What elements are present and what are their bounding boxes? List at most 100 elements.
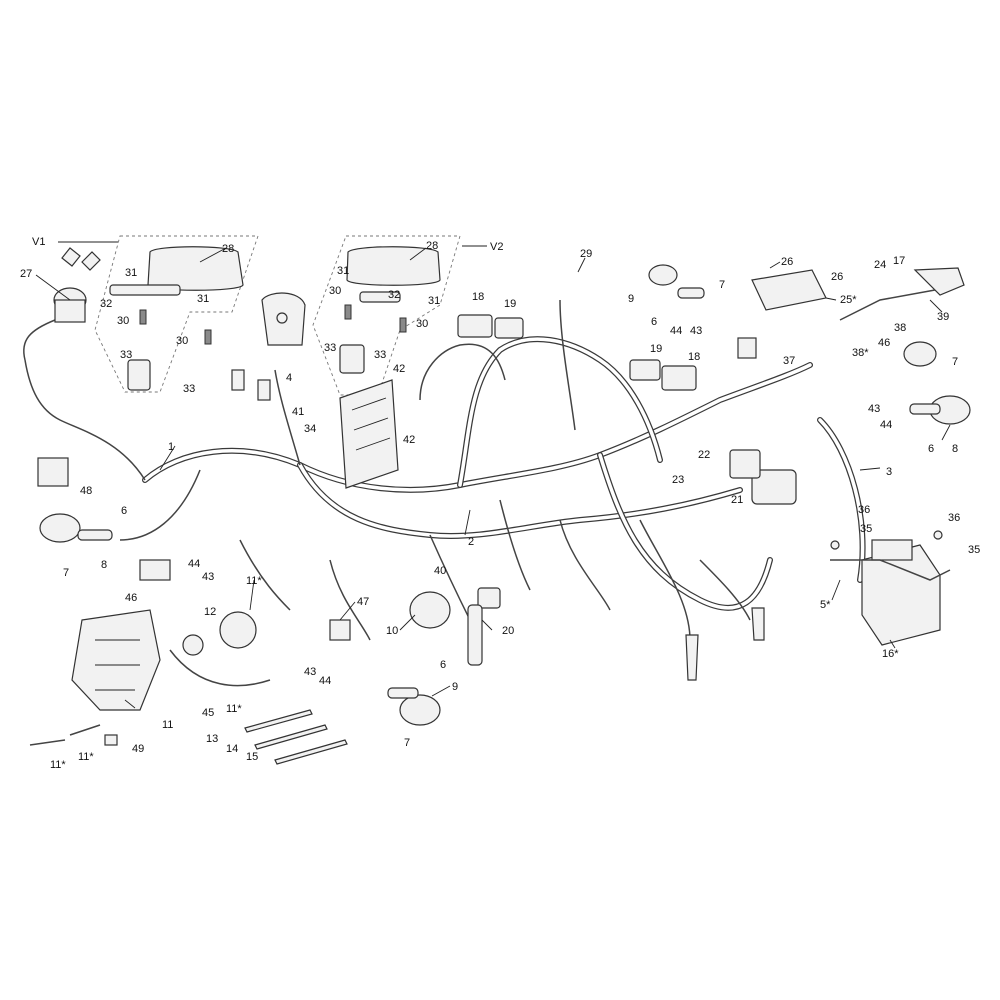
callout-36: 36 <box>858 504 870 516</box>
callout-31: 31 <box>125 267 137 279</box>
callout-38: 38 <box>894 322 906 334</box>
callout-7: 7 <box>404 737 410 749</box>
callout-39: 39 <box>937 311 949 323</box>
callout-44: 44 <box>880 419 892 431</box>
instrument-cluster-v1 <box>109 246 244 391</box>
ignition-coil <box>467 587 501 666</box>
callout-6: 6 <box>651 316 657 328</box>
screw-11 <box>29 739 66 746</box>
callout-27: 27 <box>20 268 32 280</box>
callout-33: 33 <box>374 349 386 361</box>
callout-29: 29 <box>580 248 592 260</box>
callout-30: 30 <box>176 335 188 347</box>
callout-28: 28 <box>222 243 234 255</box>
connector-48 <box>37 457 69 487</box>
connector-18-19-mid <box>629 359 697 391</box>
callout-7: 7 <box>952 356 958 368</box>
callout-49: 49 <box>132 743 144 755</box>
callout-35: 35 <box>968 544 980 556</box>
ecu-module <box>339 379 399 489</box>
clip-49 <box>104 734 118 746</box>
callout-11s: 11* <box>50 759 66 771</box>
fuse-socket <box>219 611 257 649</box>
cable-ties <box>244 709 348 765</box>
callout-31: 31 <box>197 293 209 305</box>
callout-17: 17 <box>893 255 905 267</box>
callout-18: 18 <box>688 351 700 363</box>
callout-v2: V2 <box>490 241 503 253</box>
callout-v1: V1 <box>32 236 45 248</box>
callout-labels: V1 V2 28 28 29 26 26 25* 24 17 39 27 31 … <box>20 236 980 771</box>
callout-37: 37 <box>783 355 795 367</box>
handlebar-switch <box>231 292 306 401</box>
callout-31: 31 <box>337 265 349 277</box>
callout-6: 6 <box>121 505 127 517</box>
callout-20: 20 <box>502 625 514 637</box>
turn-signal-front-right <box>648 264 705 299</box>
callout-31: 31 <box>428 295 440 307</box>
callout-43: 43 <box>202 571 214 583</box>
callout-11s: 11* <box>246 575 262 587</box>
spark-plug-cap-2 <box>751 607 765 641</box>
callout-43: 43 <box>868 403 880 415</box>
starter-relay <box>729 449 797 505</box>
callout-6: 6 <box>928 443 934 455</box>
callout-28: 28 <box>426 240 438 252</box>
callout-30: 30 <box>416 318 428 330</box>
callout-33: 33 <box>183 383 195 395</box>
callout-10: 10 <box>386 625 398 637</box>
callout-5s: 5* <box>820 599 831 611</box>
callout-46: 46 <box>878 337 890 349</box>
callout-36: 36 <box>948 512 960 524</box>
callout-47: 47 <box>357 596 369 608</box>
callout-2: 2 <box>468 536 474 548</box>
callout-9: 9 <box>628 293 634 305</box>
instrument-box-v1 <box>94 235 259 393</box>
callout-12: 12 <box>204 606 216 618</box>
callout-40: 40 <box>434 565 446 577</box>
callout-26: 26 <box>781 256 793 268</box>
screw-2 <box>933 530 943 540</box>
callout-44: 44 <box>670 325 682 337</box>
callout-42: 42 <box>393 363 405 375</box>
callout-11: 11 <box>162 719 173 731</box>
callout-9: 9 <box>452 681 458 693</box>
callout-32: 32 <box>100 298 112 310</box>
callout-21: 21 <box>731 494 743 506</box>
callout-26: 26 <box>831 271 843 283</box>
callout-24: 24 <box>874 259 886 271</box>
callout-45: 45 <box>202 707 214 719</box>
screw <box>830 540 840 550</box>
callout-23: 23 <box>672 474 684 486</box>
license-plate-light <box>839 267 965 321</box>
callout-14: 14 <box>226 743 238 755</box>
bulb <box>182 634 204 656</box>
callout-35: 35 <box>860 523 872 535</box>
turn-signal-rear-left <box>387 687 441 726</box>
callout-33: 33 <box>324 342 336 354</box>
connector-18-19-top <box>457 314 524 339</box>
callout-44: 44 <box>188 558 200 570</box>
leader-lines <box>35 247 951 709</box>
spark-plug-cap <box>685 634 699 681</box>
callout-48: 48 <box>80 485 92 497</box>
callout-38s: 38* <box>852 347 869 359</box>
callout-46: 46 <box>125 592 137 604</box>
instrument-cluster-v2 <box>339 246 441 374</box>
bracket-46 <box>139 559 171 581</box>
spring-11 <box>69 724 101 736</box>
battery <box>861 539 941 646</box>
callout-30: 30 <box>329 285 341 297</box>
callout-1: 1 <box>168 441 174 453</box>
callout-11s: 11* <box>226 703 242 715</box>
battery-bracket <box>830 559 951 581</box>
callout-42: 42 <box>403 434 415 446</box>
turn-signal-front-left <box>39 513 113 543</box>
headlight <box>71 609 161 711</box>
turn-signal-rear-right <box>909 395 971 425</box>
callout-4: 4 <box>286 372 292 384</box>
callout-13: 13 <box>206 733 218 745</box>
callout-43: 43 <box>304 666 316 678</box>
callout-15: 15 <box>246 751 258 763</box>
callout-19: 19 <box>650 343 662 355</box>
